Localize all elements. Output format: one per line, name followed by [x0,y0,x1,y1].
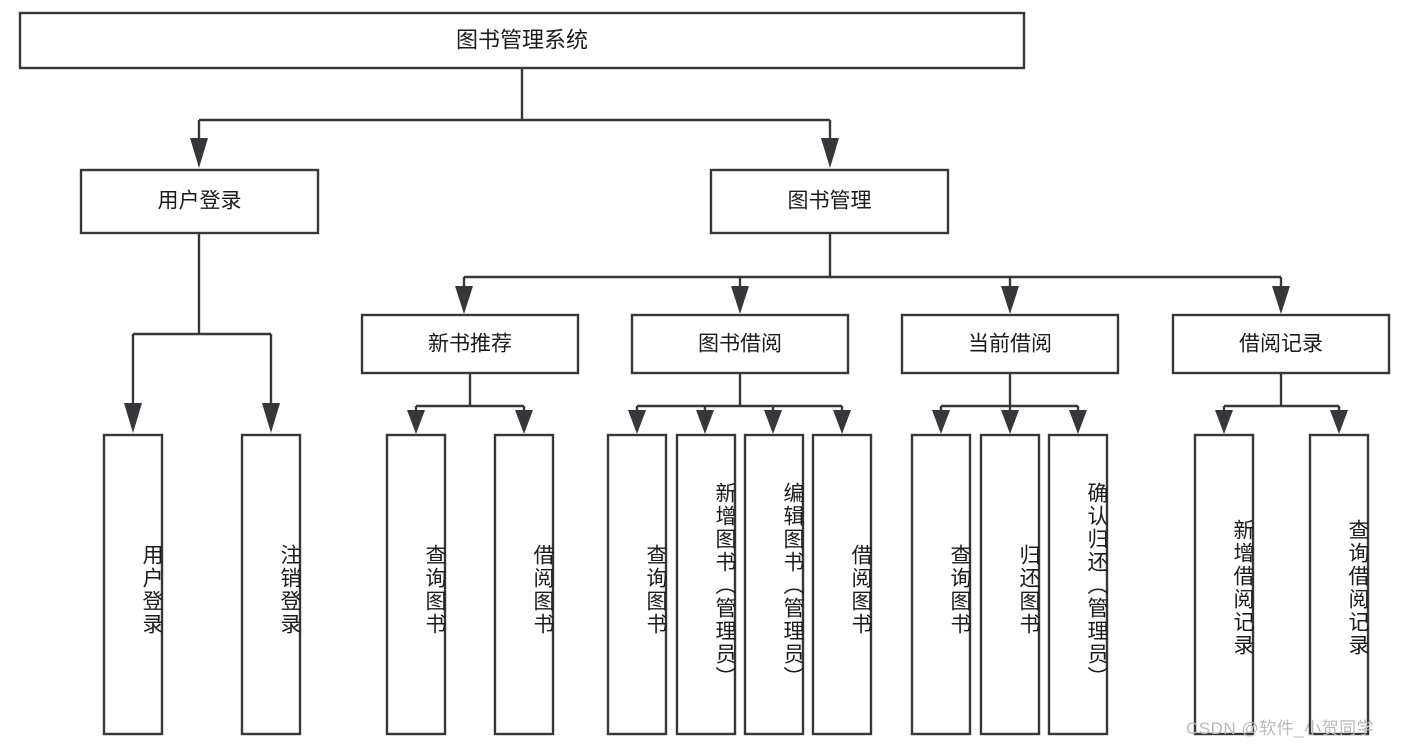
leaf-box-current-borrow-1[interactable] [979,433,1041,736]
node-new-book-recommend[interactable]: 新书推荐 [360,313,580,375]
leaf-box-borrow-record-0[interactable] [1193,433,1255,736]
leaf-box-book-borrow-3[interactable] [811,433,873,736]
node-user-login[interactable]: 用户登录 [79,168,320,235]
connector-group-borrow-record [1215,373,1348,434]
arrow-head-icon [696,410,714,434]
arrow-head-icon [932,410,950,434]
connector-group-book-manage [455,233,1290,314]
arrow-head-icon [764,410,782,434]
leaf-box-new-book-0[interactable] [385,433,447,736]
leaf-box-new-book-1[interactable] [493,433,555,736]
node-new-book-recommend-box[interactable] [360,313,580,375]
node-book-borrow-box[interactable] [630,313,850,375]
arrow-head-icon [124,403,142,433]
node-current-borrow[interactable]: 当前借阅 [900,313,1120,375]
node-borrow-record-box[interactable] [1171,313,1391,375]
leaf-group-borrow-record [1193,433,1370,736]
node-book-manage-box[interactable] [709,168,950,235]
node-user-login-label: 用户登录 [158,190,242,213]
leaf-group-book-borrow [606,433,873,736]
node-book-borrow-label: 图书借阅 [698,333,782,356]
arrow-head-icon [833,410,851,434]
leaf-group-current-borrow [910,433,1109,736]
node-root[interactable]: 图书管理系统 [18,11,1026,70]
node-borrow-record[interactable]: 借阅记录 [1171,313,1391,375]
arrow-head-icon [407,410,425,434]
node-new-book-recommend-label: 新书推荐 [428,333,512,356]
node-root-label: 图书管理系统 [456,27,588,52]
arrow-head-icon [1272,286,1290,314]
leaf-box-current-borrow-2[interactable] [1047,433,1109,736]
arrow-head-icon [821,138,839,168]
leaf-box-book-borrow-0[interactable] [606,433,668,736]
arrow-head-icon [1001,410,1019,434]
node-book-manage-label: 图书管理 [788,190,872,213]
connector-group-book-borrow [628,373,851,434]
node-current-borrow-box[interactable] [900,313,1120,375]
arrow-head-icon [731,286,749,314]
leaf-box-book-borrow-1[interactable] [675,433,737,736]
leaf-box-borrow-record-1[interactable] [1308,433,1370,736]
arrow-head-icon [515,410,533,434]
arrow-head-icon [1001,286,1019,314]
arrow-head-icon [262,403,280,433]
leaf-group-user-login [102,433,302,736]
connector-group-root [190,68,839,168]
csdn-watermark: CSDN @软件_小贺同学 [1186,719,1375,738]
node-user-login-box[interactable] [79,168,320,235]
arrow-head-icon [1069,410,1087,434]
node-book-borrow[interactable]: 图书借阅 [630,313,850,375]
leaf-box-current-borrow-0[interactable] [910,433,972,736]
arrow-head-icon [628,410,646,434]
leaf-group-new-book-recommend [385,433,555,736]
leaf-box-user-login-0[interactable] [102,433,164,736]
arrow-head-icon [455,286,473,314]
arrow-head-icon [1330,410,1348,434]
node-book-manage[interactable]: 图书管理 [709,168,950,235]
node-borrow-record-label: 借阅记录 [1239,333,1323,356]
arrow-head-icon [1215,410,1233,434]
node-root-box[interactable] [18,11,1026,70]
node-current-borrow-label: 当前借阅 [968,333,1052,356]
leaf-box-book-borrow-2[interactable] [743,433,805,736]
connector-group-current-borrow [932,373,1087,434]
arrow-head-icon [190,138,208,168]
leaf-box-user-login-1[interactable] [240,433,302,736]
connector-group-new-book [407,373,533,434]
connector-group-user-login [124,233,280,433]
